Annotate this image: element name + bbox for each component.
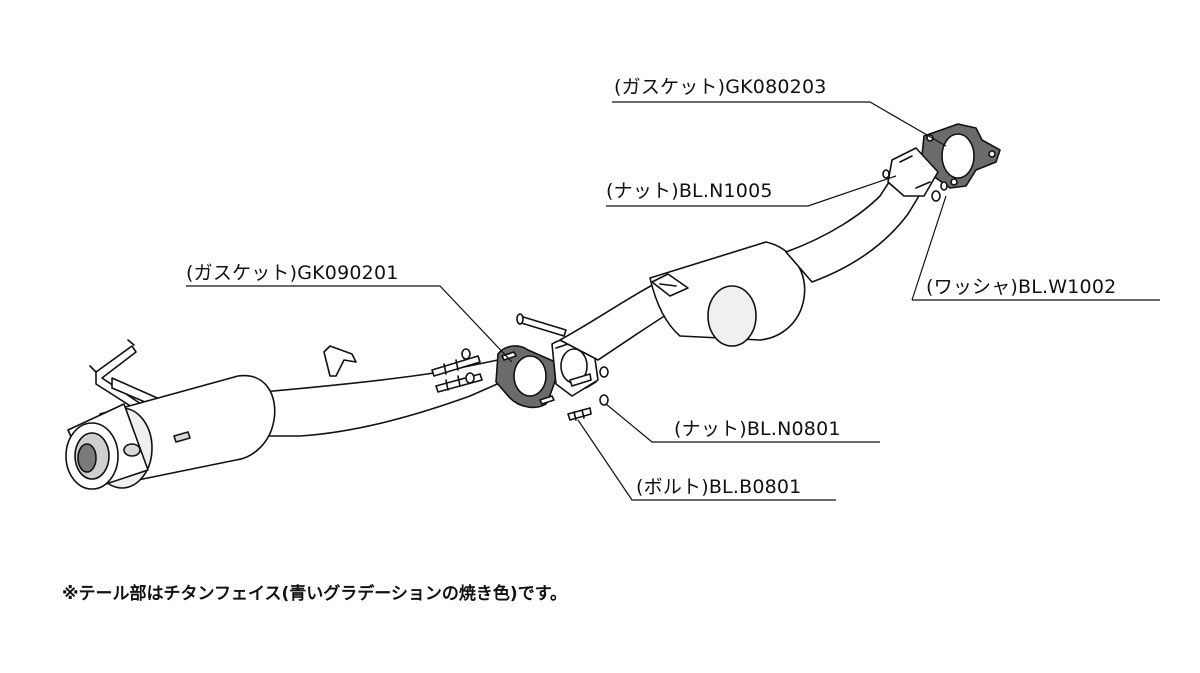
front-pipe-flange xyxy=(887,147,939,197)
mid-nuts xyxy=(461,348,609,406)
rear-connecting-pipe xyxy=(261,359,521,437)
titanium-tail-tip xyxy=(65,403,149,490)
label-bolt-mid: (ボルト)BL.B0801 xyxy=(636,476,802,498)
label-nut-mid: (ナット)BL.N0801 xyxy=(674,418,841,440)
leader-gasket-front xyxy=(612,101,947,147)
leader-bolt-mid xyxy=(577,419,836,501)
center-hanger-rod xyxy=(516,313,567,337)
label-gasket-mid: (ガスケット)GK090201 xyxy=(186,262,399,284)
leader-nut-mid xyxy=(605,403,880,443)
sub-muffler-end xyxy=(707,285,757,347)
sub-muffler-hanger xyxy=(651,273,689,297)
mid-bolt-lower xyxy=(567,373,592,421)
brand-logo xyxy=(123,431,191,457)
footnote-tail-finish: ※テール部はチタンフェイス(青いグラデーションの焼き色)です。 xyxy=(62,584,568,604)
label-washer: (ワッシャ)BL.W1002 xyxy=(926,276,1117,298)
muffler-hanger-bracket xyxy=(323,345,357,377)
leader-washer xyxy=(911,195,947,301)
label-nut-front: (ナット)BL.N1005 xyxy=(606,180,773,202)
leader-gasket-mid xyxy=(186,285,513,363)
front-nuts-washers xyxy=(882,169,948,202)
leader-nut-front xyxy=(606,175,897,207)
front-gasket-flange xyxy=(921,123,1001,189)
label-gasket-front: (ガスケット)GK080203 xyxy=(614,76,827,98)
